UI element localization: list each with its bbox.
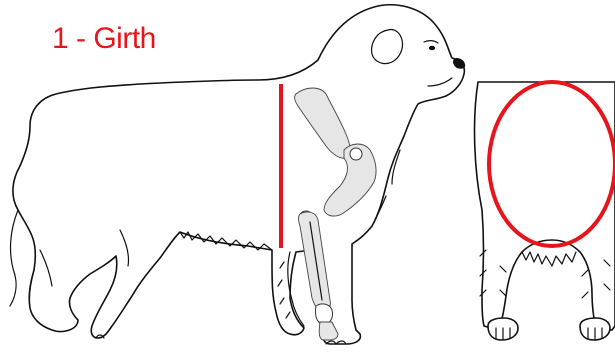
dog-front-view — [475, 82, 615, 340]
diagram-title: 1 - Girth — [52, 24, 156, 54]
shoulder-joint — [350, 148, 362, 160]
dog-body-outline — [13, 5, 464, 344]
dog-eye — [429, 46, 435, 50]
front-view-chest-fur — [522, 252, 576, 266]
dog-tail — [10, 210, 18, 306]
dog-side-view — [10, 5, 465, 344]
carpal-bones — [315, 304, 332, 324]
